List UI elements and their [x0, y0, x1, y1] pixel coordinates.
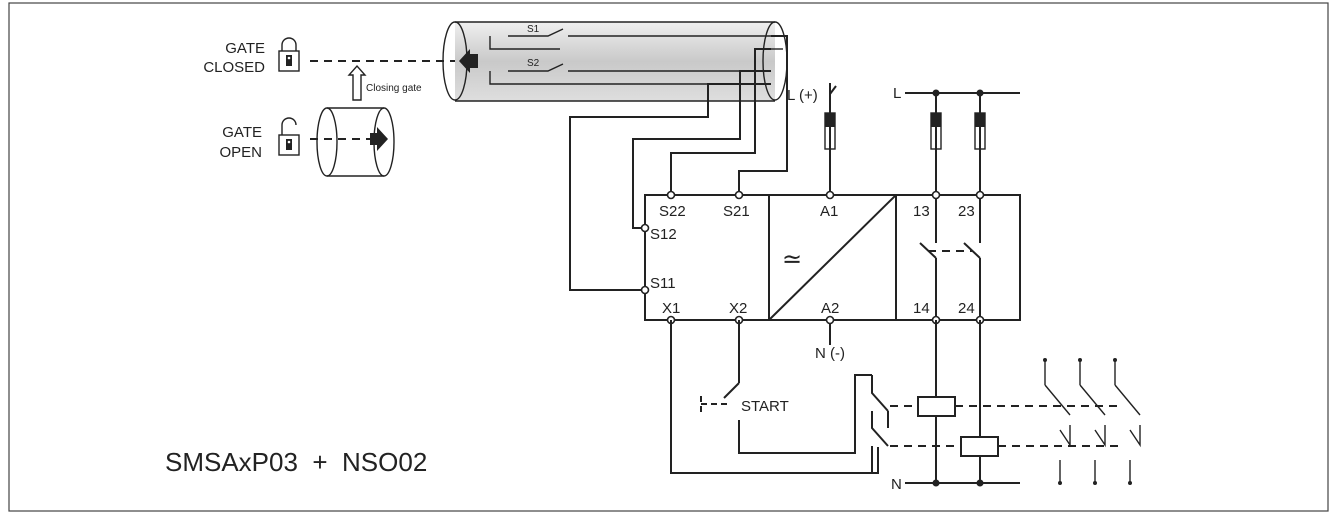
- contactor-coil-2: [960, 436, 999, 457]
- terminal-s22: S22: [659, 203, 686, 220]
- terminal-14: 14: [913, 300, 930, 317]
- gate-closed-group: GATE CLOSED: [203, 37, 470, 76]
- relay-output-contacts: [919, 195, 981, 320]
- terminal-13: 13: [913, 203, 930, 220]
- terminal-labels: S22 S21 A1 13 23 S12 S11 X1 X2 A2 14 24: [650, 203, 975, 317]
- gate-open-label-line1: GATE: [222, 124, 262, 141]
- terminal-a2: A2: [821, 300, 839, 317]
- actuator-arrow-icon: [370, 127, 388, 151]
- gate-closed-label-line2: CLOSED: [203, 59, 265, 76]
- gate-open-group: GATE OPEN: [219, 107, 395, 177]
- sensor-wiring: [569, 35, 788, 291]
- supply-l-label: L: [893, 85, 901, 102]
- closing-gate-label: Closing gate: [366, 83, 422, 94]
- contactor-coil-1: [917, 396, 956, 417]
- supply-n-minus-label: N (-): [815, 345, 845, 362]
- closing-gate-arrow: Closing gate: [347, 64, 422, 101]
- start-label: START: [741, 398, 789, 415]
- terminal-nodes: [640, 190, 985, 325]
- neutral-label: N: [891, 476, 902, 493]
- power-supply: L (+) L N (-): [787, 83, 1020, 362]
- terminal-23: 23: [958, 203, 975, 220]
- gate-closed-label-line1: GATE: [225, 40, 265, 57]
- terminal-s12: S12: [650, 226, 677, 243]
- padlock-open-icon: [278, 117, 300, 156]
- switch-s1-label: S1: [527, 24, 540, 35]
- terminal-24: 24: [958, 300, 975, 317]
- diagram-title: SMSAxP03 + NSO02: [165, 447, 427, 477]
- terminal-x2: X2: [729, 300, 747, 317]
- gate-open-label-line2: OPEN: [219, 144, 262, 161]
- start-circuit: START: [670, 320, 889, 474]
- terminal-s11: S11: [650, 275, 676, 292]
- terminal-x1: X1: [662, 300, 680, 317]
- switch-s2-label: S2: [527, 58, 540, 69]
- terminal-s21: S21: [723, 203, 750, 220]
- actuator-cylinder: [316, 107, 395, 177]
- diagram-frame: [8, 2, 1329, 512]
- contactors: [890, 320, 1141, 485]
- padlock-closed-icon: [278, 37, 300, 72]
- terminal-a1: A1: [820, 203, 838, 220]
- sensor-arrow-icon: [459, 49, 478, 73]
- magnetic-sensor: S1 S2: [442, 21, 788, 102]
- supply-l-plus-label: L (+): [787, 87, 818, 104]
- converter-symbol: ≃: [782, 246, 802, 273]
- neutral-bus: N: [891, 476, 1020, 493]
